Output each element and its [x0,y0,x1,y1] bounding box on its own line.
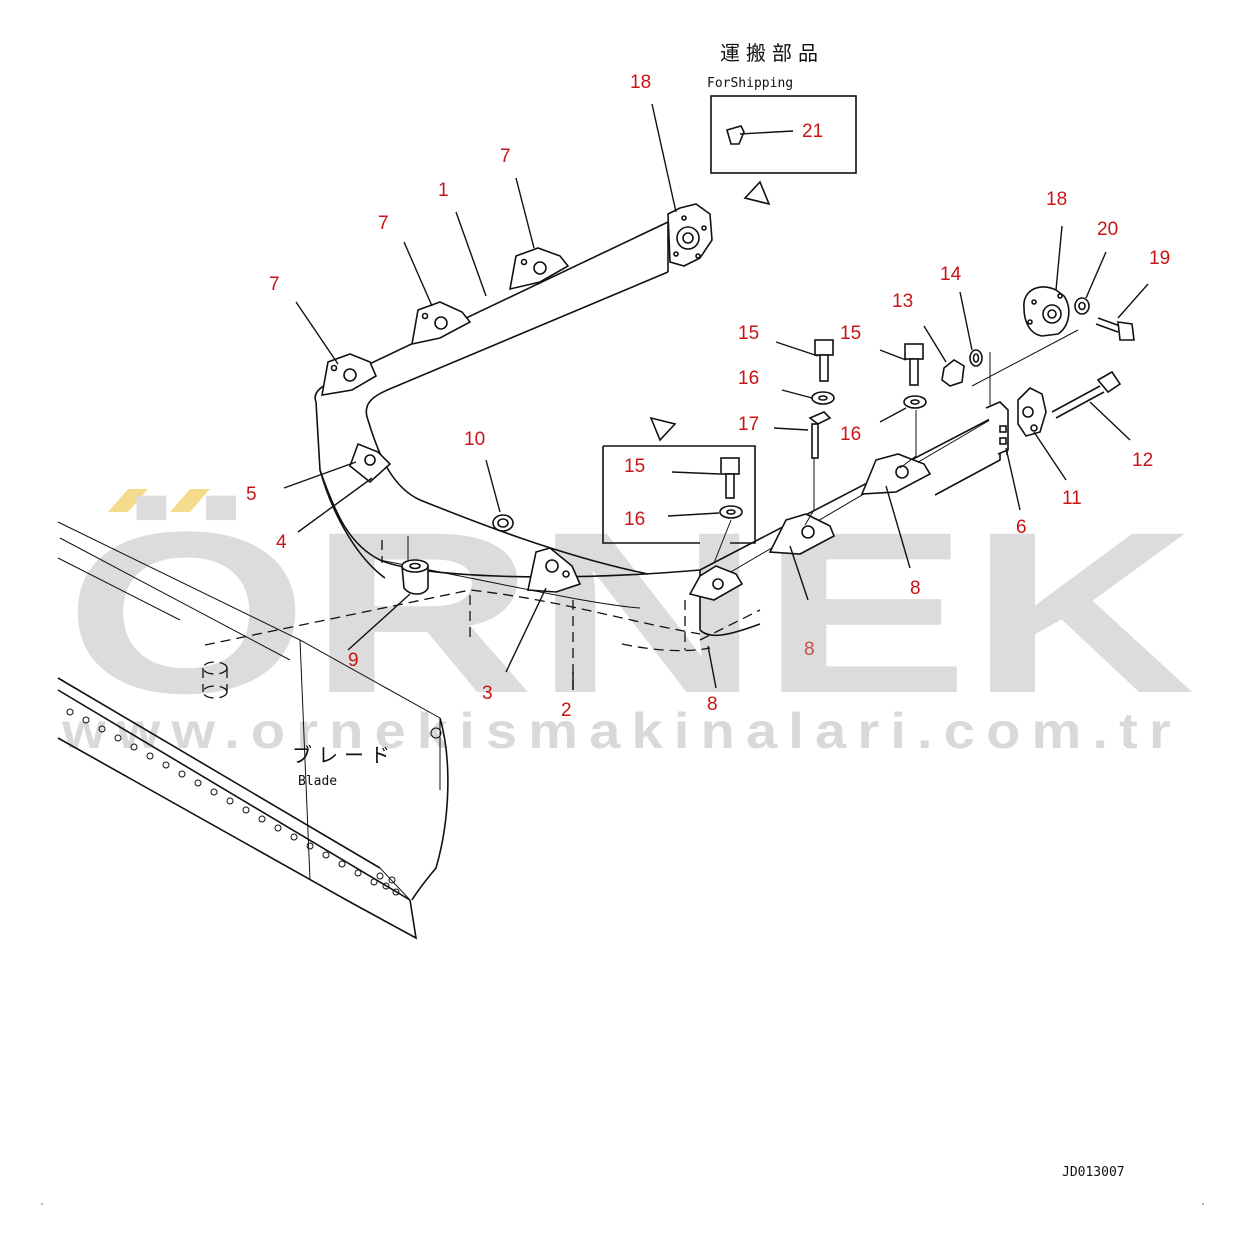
washer-16-left [811,391,835,405]
flange-18-exploded [1023,286,1070,337]
blade-label-en: Blade [298,774,337,789]
blade [57,521,449,940]
callout-15-left: 15 [738,323,759,344]
callout-9: 9 [348,650,359,671]
bracket-7-middle [411,301,472,346]
callout-1: 1 [438,180,449,201]
callout-16-left: 16 [738,368,759,389]
callout-16-right: 16 [840,424,861,445]
watermark-accent-right [170,489,210,512]
callout-21: 21 [802,121,823,142]
watermark-brand: ÖRNEK [65,484,1195,741]
blade-label-jp: ブレード [292,743,396,767]
washer-14 [969,349,983,367]
callout-12: 12 [1132,450,1153,471]
drawing-code: JD013007 [1062,1165,1125,1180]
callout-13: 13 [892,291,913,312]
bracket-7-right [508,247,570,291]
watermark-accent-left [108,489,148,512]
flange-18-upper [667,203,713,267]
bolt-19 [1095,317,1135,341]
callout-15-box: 15 [624,456,645,477]
watermark-url: www.ornekismakinalari.com.tr [61,703,1182,759]
bushing-9 [401,559,429,595]
callout-2: 2 [561,700,572,721]
callout-18-upper: 18 [630,72,651,93]
double-arrow [649,180,771,442]
callout-3: 3 [482,683,493,704]
callout-14: 14 [940,264,962,285]
corner-mark-left [41,1203,43,1205]
leader-lines [283,103,1149,690]
callout-5: 5 [246,484,257,505]
nut-13 [941,359,965,387]
plug-icon [726,125,794,145]
bracket-8-middle [768,513,836,555]
callout-19: 19 [1149,248,1170,269]
washer-10 [492,514,514,532]
watermark: ÖRNEK www.ornekismakinalari.com.tr [61,484,1195,759]
bracket-5 [349,442,392,484]
callout-7-middle: 7 [378,213,389,234]
callout-8-middle: 8 [804,639,815,660]
bracket-3 [527,547,582,593]
callout-4: 4 [276,532,287,553]
callouts: 18 21 7 1 7 7 18 20 19 14 13 15 15 16 17… [246,72,1170,721]
blade-holes [66,708,400,896]
bolt-detail-box [602,445,756,564]
callout-16-box: 16 [624,509,645,530]
callout-20: 20 [1097,219,1118,240]
callout-10: 10 [464,429,485,450]
shipping-title-en: ForShipping [707,76,793,91]
end-plate-6 [985,401,1009,455]
washer-16-right [903,395,927,409]
bolt-12 [1051,370,1122,419]
shipping-title-jp: 運搬部品 [720,41,824,65]
bracket-7-left [321,353,378,396]
bolt-15-left [814,339,834,382]
pin-17 [808,411,832,459]
callout-11: 11 [1062,488,1082,509]
callout-18-right: 18 [1046,189,1067,210]
shipping-box [710,95,857,174]
callout-7-left: 7 [269,274,280,295]
corner-mark-right [1202,1203,1204,1205]
bracket-8-lower [688,565,744,601]
bolt-icon [671,457,740,499]
callout-17: 17 [738,414,759,435]
callout-8-lower: 8 [707,694,718,715]
washer-icon [667,505,743,519]
callout-8-upper: 8 [910,578,921,599]
washer-20 [1074,297,1090,315]
clamp-11 [1017,387,1047,437]
callout-15-right: 15 [840,323,861,344]
callout-7-right: 7 [500,146,511,167]
callout-6: 6 [1016,517,1027,538]
bolt-15-right [904,343,924,386]
